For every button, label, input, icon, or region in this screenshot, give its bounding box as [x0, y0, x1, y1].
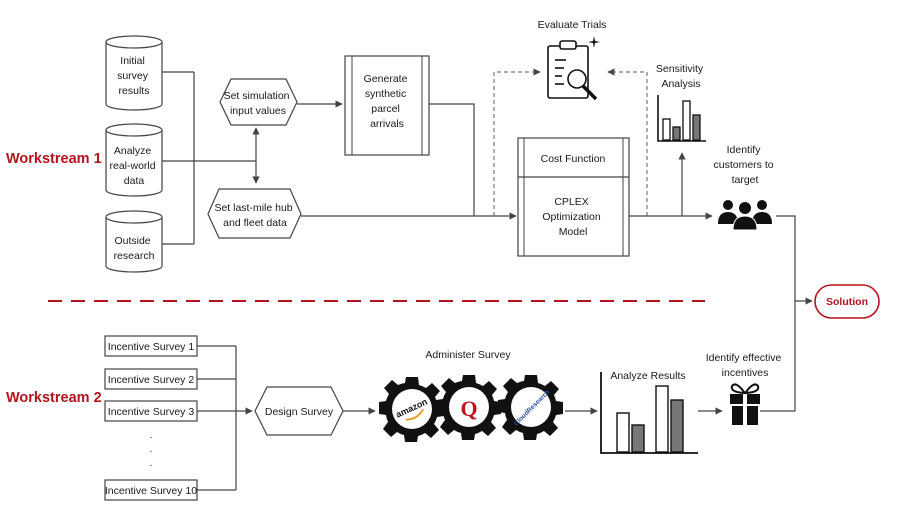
sources-connector	[162, 71, 260, 245]
hub-fleet-line1: Set last-mile hub	[214, 202, 292, 214]
svg-text:Set simulation input val: Set simulation input values	[224, 90, 293, 117]
customers-line1: Identify	[727, 144, 762, 156]
ellipsis-dot-2: .	[150, 443, 153, 455]
clipboard-magnifier-icon	[547, 36, 600, 101]
qualtrics-logo-text: Q	[460, 396, 477, 421]
design-survey-node: Design Survey	[254, 386, 344, 436]
cplex-model-block: Cost Function CPLEX Optimization Model	[517, 137, 630, 257]
source-initial-line1: Initial	[120, 55, 145, 67]
generate-line3: parcel	[371, 103, 400, 115]
dashed-from-model	[607, 68, 648, 216]
dashed-to-evaluate	[493, 68, 541, 216]
customers-line3: target	[732, 174, 759, 186]
generate-parcel-arrivals: Generate synthetic parcel arrivals	[344, 55, 430, 156]
cplex-line2: Optimization	[542, 211, 601, 223]
results-chart-icon	[600, 372, 698, 454]
svg-text:Generate synthetic: Generate synthetic parcel arrivals	[364, 73, 411, 130]
arrow-incentives-to-solution	[760, 301, 796, 412]
analyze-results-label: Analyze Results	[610, 370, 685, 382]
cplex-line3: Model	[559, 226, 588, 238]
gear-amazon-icon: amazon	[379, 377, 444, 442]
bar-chart-icon	[657, 95, 706, 142]
gift-icon	[730, 383, 760, 425]
survey-10-label: Incentive Survey 10	[105, 485, 197, 497]
generate-line1: Generate	[364, 73, 408, 85]
svg-text:Initial survey res: Initial survey results	[117, 55, 151, 97]
design-survey-label: Design Survey	[265, 406, 334, 418]
survey-3-label: Incentive Survey 3	[108, 406, 195, 418]
source-initial-line2: survey	[117, 70, 149, 82]
source-initial-survey: Initial survey results	[105, 35, 163, 111]
svg-text:Outside research: Outside research	[114, 235, 155, 262]
administer-survey-label: Administer Survey	[425, 349, 511, 361]
solution-node: Solution	[814, 284, 880, 319]
workstream-2-label: Workstream 2	[6, 390, 102, 406]
set-hub-fleet-data: Set last-mile hub and fleet data	[207, 188, 302, 239]
ellipsis-dot-3: .	[150, 457, 153, 469]
generate-line4: arrivals	[370, 118, 404, 130]
sim-inputs-line1: Set simulation	[224, 90, 290, 102]
solution-label: Solution	[826, 296, 868, 308]
sensitivity-line2: Analysis	[661, 78, 700, 90]
incentives-line2: incentives	[722, 367, 769, 379]
source-outside-research: Outside research	[105, 210, 163, 273]
gear-qualtrics-icon: Q	[436, 375, 501, 440]
source-analyze-line1: Analyze	[114, 145, 152, 157]
source-analyze-line3: data	[124, 175, 145, 187]
sensitivity-line1: Sensitivity	[656, 63, 704, 75]
ellipsis-dot-1: .	[150, 429, 153, 441]
source-analyze-line2: real-world	[109, 160, 155, 172]
source-real-world-data: Analyze real-world data	[105, 123, 163, 197]
survey-list: Incentive Survey 1 Incentive Survey 2 In…	[104, 335, 198, 501]
cost-function-label: Cost Function	[541, 153, 606, 165]
cplex-line1: CPLEX	[554, 196, 588, 208]
workstream-1-label: Workstream 1	[6, 151, 102, 167]
source-outside-line2: research	[114, 250, 155, 262]
source-initial-line3: results	[119, 85, 150, 97]
people-group-icon	[718, 200, 772, 231]
svg-text:Sensitivity Analysis: Sensitivity Analysis	[656, 63, 706, 90]
surveys-connector	[197, 345, 253, 491]
generate-line2: synthetic	[365, 88, 406, 100]
survey-1-label: Incentive Survey 1	[108, 341, 195, 353]
svg-text:Analyze real-world: Analyze real-world data	[109, 145, 158, 187]
svg-text:CPLEX Optimization: CPLEX Optimization Model	[542, 196, 603, 238]
source-outside-line1: Outside	[114, 235, 150, 247]
svg-text:Identify effective incenti: Identify effective incentives	[706, 352, 785, 379]
survey-2-label: Incentive Survey 2	[108, 374, 195, 386]
gear-cloudresearch-icon: CloudResearch	[498, 375, 563, 440]
sim-inputs-line2: input values	[230, 105, 286, 117]
svg-text:Set last-mile hub and fl: Set last-mile hub and fleet data	[214, 202, 295, 229]
customers-line2: customers to	[713, 159, 773, 171]
hub-fleet-line2: and fleet data	[223, 217, 287, 229]
evaluate-trials-label: Evaluate Trials	[538, 19, 607, 31]
svg-text:Identify customers to: Identify customers to target	[713, 144, 776, 186]
set-simulation-inputs: Set simulation input values	[219, 78, 298, 126]
incentives-line1: Identify effective	[706, 352, 782, 364]
arrow-generate-to-cplex	[429, 103, 517, 220]
arrow-customers-to-solution	[776, 215, 813, 305]
